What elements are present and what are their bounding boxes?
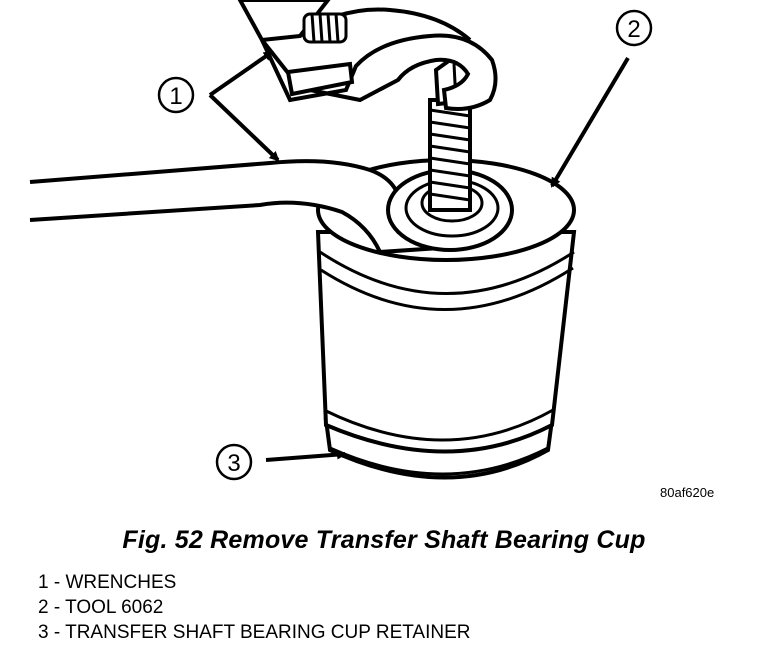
figure-caption: Fig. 52 Remove Transfer Shaft Bearing Cu… [122, 526, 646, 554]
svg-text:1: 1 [169, 83, 182, 110]
callout-2: 2 [615, 9, 653, 47]
cylinder-grooves [319, 250, 575, 476]
adjustable-wrench [237, 0, 498, 111]
svg-text:3: 3 [227, 450, 240, 477]
callout-2-arrow [550, 56, 630, 188]
legend-list: 1 - WRENCHES 2 - TOOL 6062 3 - TRANSFER … [38, 570, 471, 645]
callout-3: 3 [215, 443, 253, 481]
callout-1-arrow-upper [208, 50, 274, 97]
callout-1-arrow-lower [208, 93, 280, 162]
adjusting-worm [302, 12, 348, 44]
callout-3-arrow [265, 449, 347, 462]
legend-item-2: 2 - TOOL 6062 [38, 597, 164, 618]
figure-code: 80af620e [660, 485, 714, 500]
svg-text:2: 2 [627, 16, 640, 43]
legend-item-3: 3 - TRANSFER SHAFT BEARING CUP RETAINER [38, 622, 471, 643]
callout-1: 1 [157, 76, 195, 114]
figure-illustration: 1 2 3 80af620e [29, 0, 714, 500]
legend-item-1: 1 - WRENCHES [38, 572, 177, 593]
